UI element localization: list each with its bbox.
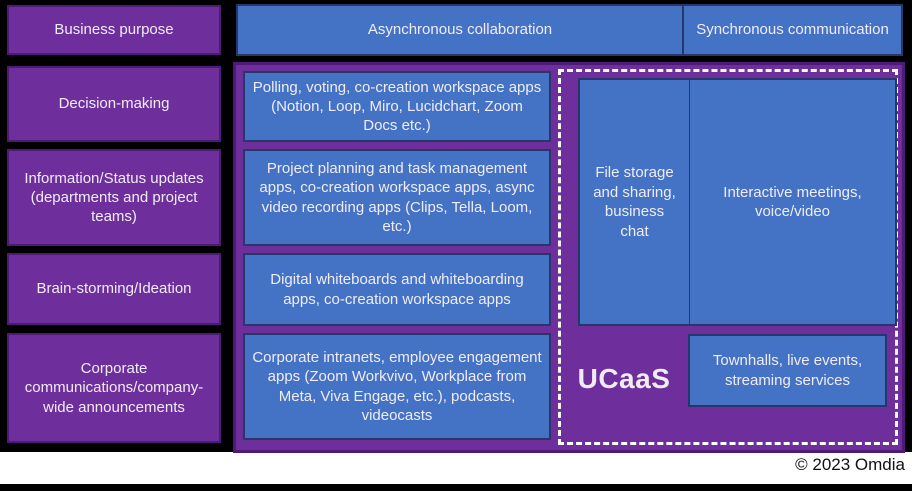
async-apps-polling-voting: Polling, voting, co-creation workspace a… [243, 71, 551, 142]
file-storage-chat-cell: File storage and sharing, business chat [580, 80, 690, 324]
sync-communication-header: Synchronous communication [696, 21, 889, 39]
purpose-row-corporate-communications: Corporate communications/company-wide an… [7, 333, 221, 443]
townhalls-events-box: Townhalls, live events, streaming servic… [688, 334, 887, 407]
purpose-row-decision-making: Decision-making [7, 66, 221, 142]
purpose-row-brainstorming: Brain-storming/Ideation [7, 253, 221, 325]
bottom-divider-bar [0, 484, 912, 491]
async-apps-whiteboards: Digital whiteboards and whiteboarding ap… [243, 253, 551, 326]
copyright-text: © 2023 Omdia [795, 455, 905, 474]
ucaas-label: UCaaS [577, 363, 671, 394]
interactive-meetings-cell: Interactive meetings, voice/video [723, 183, 862, 221]
async-apps-project-planning: Project planning and task management app… [243, 149, 551, 246]
ucaas-core-services-box: File storage and sharing, business chat … [578, 78, 897, 326]
async-apps-intranets: Corporate intranets, employee engagement… [243, 333, 551, 440]
business-purpose-header: Business purpose [7, 5, 221, 55]
async-collaboration-header: Asynchronous collaboration [238, 6, 684, 54]
purpose-row-status-updates: Information/Status updates (departments … [7, 149, 221, 246]
collaboration-header-band: Asynchronous collaboration Synchronous c… [236, 4, 903, 56]
